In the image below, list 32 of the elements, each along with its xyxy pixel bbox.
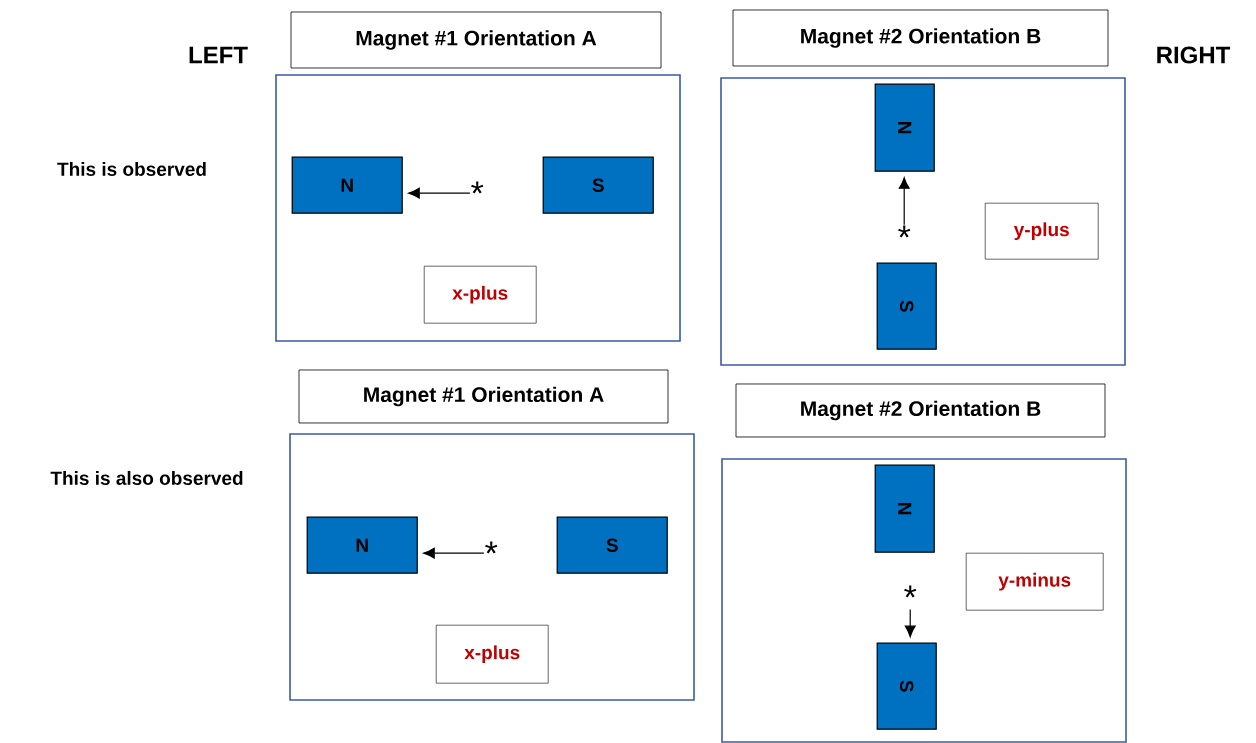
- label-box: x-plus: [423, 265, 537, 324]
- label-box: y-plus: [984, 202, 1099, 260]
- asterisk: *: [485, 541, 498, 554]
- panel-frame: [275, 74, 681, 342]
- arrow: [408, 187, 471, 199]
- row-label: This is observed: [57, 162, 206, 176]
- title-box: Magnet #1 Orientation A: [298, 369, 669, 424]
- magnet-block: S: [542, 156, 654, 214]
- side-label: LEFT: [189, 46, 248, 64]
- asterisk: *: [898, 225, 911, 238]
- magnet-block: S: [876, 262, 937, 350]
- label-box: y-minus: [965, 552, 1104, 611]
- magnet-block: S: [556, 516, 668, 574]
- arrow: [904, 609, 916, 638]
- magnet-block: N: [306, 516, 418, 574]
- panel-frame: [720, 77, 1126, 366]
- magnet-block: N: [874, 464, 935, 553]
- panel-frame: [721, 458, 1127, 743]
- title-box: Magnet #2 Orientation B: [732, 9, 1109, 67]
- magnet-block: N: [874, 83, 935, 172]
- magnet-block: S: [876, 642, 937, 730]
- side-label: RIGHT: [1157, 46, 1231, 64]
- title-box: Magnet #1 Orientation A: [290, 11, 662, 69]
- title-box: Magnet #2 Orientation B: [735, 383, 1106, 438]
- magnet-block: N: [291, 156, 403, 214]
- row-label: This is also observed: [50, 471, 243, 485]
- arrow: [898, 177, 910, 226]
- asterisk: *: [904, 585, 917, 598]
- label-box: x-plus: [435, 624, 549, 684]
- panel-frame: [289, 433, 695, 701]
- arrow: [423, 547, 485, 559]
- asterisk: *: [471, 181, 484, 194]
